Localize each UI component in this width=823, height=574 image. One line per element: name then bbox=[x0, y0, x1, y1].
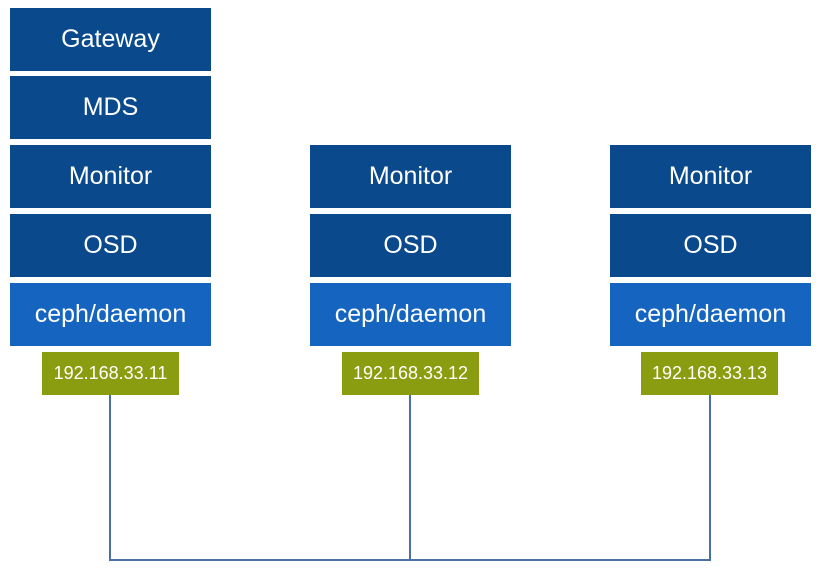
node-3-monitor-layer: Monitor bbox=[610, 145, 811, 208]
node-2-ip-tag: 192.168.33.12 bbox=[342, 352, 479, 395]
node-1-osd-layer: OSD bbox=[10, 214, 211, 277]
node-3-daemon-layer: ceph/daemon bbox=[610, 283, 811, 346]
node-2-daemon-layer: ceph/daemon bbox=[310, 283, 511, 346]
node-3-osd-layer: OSD bbox=[610, 214, 811, 277]
node-2-monitor-layer: Monitor bbox=[310, 145, 511, 208]
node-3-ip-tag: 192.168.33.13 bbox=[641, 352, 778, 395]
node-1-monitor-layer: Monitor bbox=[10, 145, 211, 208]
node-1-ip-tag: 192.168.33.11 bbox=[42, 352, 179, 395]
node-2-osd-layer: OSD bbox=[310, 214, 511, 277]
node-1-mds-layer: MDS bbox=[10, 76, 211, 139]
node-1-gateway-layer: Gateway bbox=[10, 8, 211, 71]
node-1-daemon-layer: ceph/daemon bbox=[10, 283, 211, 346]
